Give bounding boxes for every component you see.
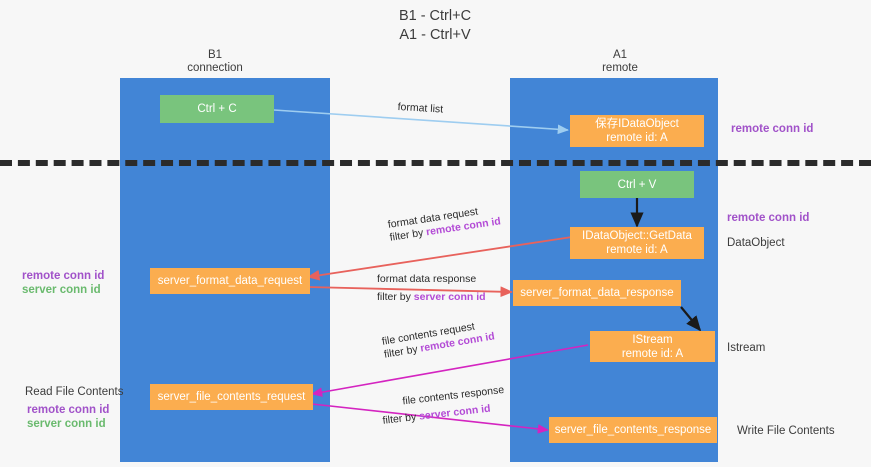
node-save-idataobject[interactable]: 保存IDataObject remote id: A [570, 115, 704, 147]
edge-label-file-contents-response-line2: filter by server conn id [382, 401, 507, 428]
filter-by-text: filter by [377, 291, 414, 303]
right-label-write-file-contents: Write File Contents [737, 425, 835, 437]
column-header-b1: B1 connection [187, 49, 243, 74]
edge-label-format-data-response-line1: format data response [377, 273, 477, 285]
edge-label-format-data-response: format data response filter by server co… [377, 273, 486, 304]
edge-label-format-data-response-line2: filter by server conn id [377, 291, 486, 304]
node-istream[interactable]: IStream remote id: A [590, 331, 715, 362]
server-conn-id-emphasis: server conn id [418, 402, 492, 423]
right-label-remote-conn-id-1: remote conn id [731, 123, 814, 135]
section-divider [0, 160, 871, 166]
node-idataobject-getdata[interactable]: IDataObject::GetData remote id: A [570, 227, 704, 259]
right-label-remote-conn-id-2: remote conn id [727, 212, 810, 224]
node-ctrl-c[interactable]: Ctrl + C [160, 95, 274, 123]
node-server-format-data-response[interactable]: server_format_data_response [513, 280, 681, 306]
right-label-istream: Istream [727, 342, 766, 354]
server-conn-id-emphasis: server conn id [413, 291, 486, 303]
node-server-file-contents-response[interactable]: server_file_contents_response [549, 417, 717, 443]
edge-label-file-contents-request: file contents request filter by remote c… [381, 318, 496, 362]
left-label-remote-conn-id-2: remote conn id [27, 404, 110, 416]
left-label-server-conn-id-2: server conn id [27, 418, 106, 430]
edge-label-format-data-request: format data request filter by remote con… [387, 202, 502, 244]
left-label-server-conn-id: server conn id [22, 284, 101, 296]
left-label-read-file-contents: Read File Contents [25, 386, 124, 398]
edge-label-format-list-text: format list [397, 101, 444, 116]
node-ctrl-v[interactable]: Ctrl + V [580, 171, 694, 198]
filter-by-text: filter by [381, 410, 420, 427]
column-header-a1: A1 remote [602, 49, 638, 74]
node-server-format-data-request[interactable]: server_format_data_request [150, 268, 310, 294]
page-title: B1 - Ctrl+C A1 - Ctrl+V [398, 8, 472, 43]
right-label-dataobject: DataObject [727, 237, 785, 249]
edge-label-format-list: format list [397, 101, 443, 117]
node-server-file-contents-request[interactable]: server_file_contents_request [150, 384, 313, 410]
edge-label-file-contents-response: file contents response filter by server … [380, 384, 507, 428]
left-label-remote-conn-id: remote conn id [22, 270, 105, 282]
